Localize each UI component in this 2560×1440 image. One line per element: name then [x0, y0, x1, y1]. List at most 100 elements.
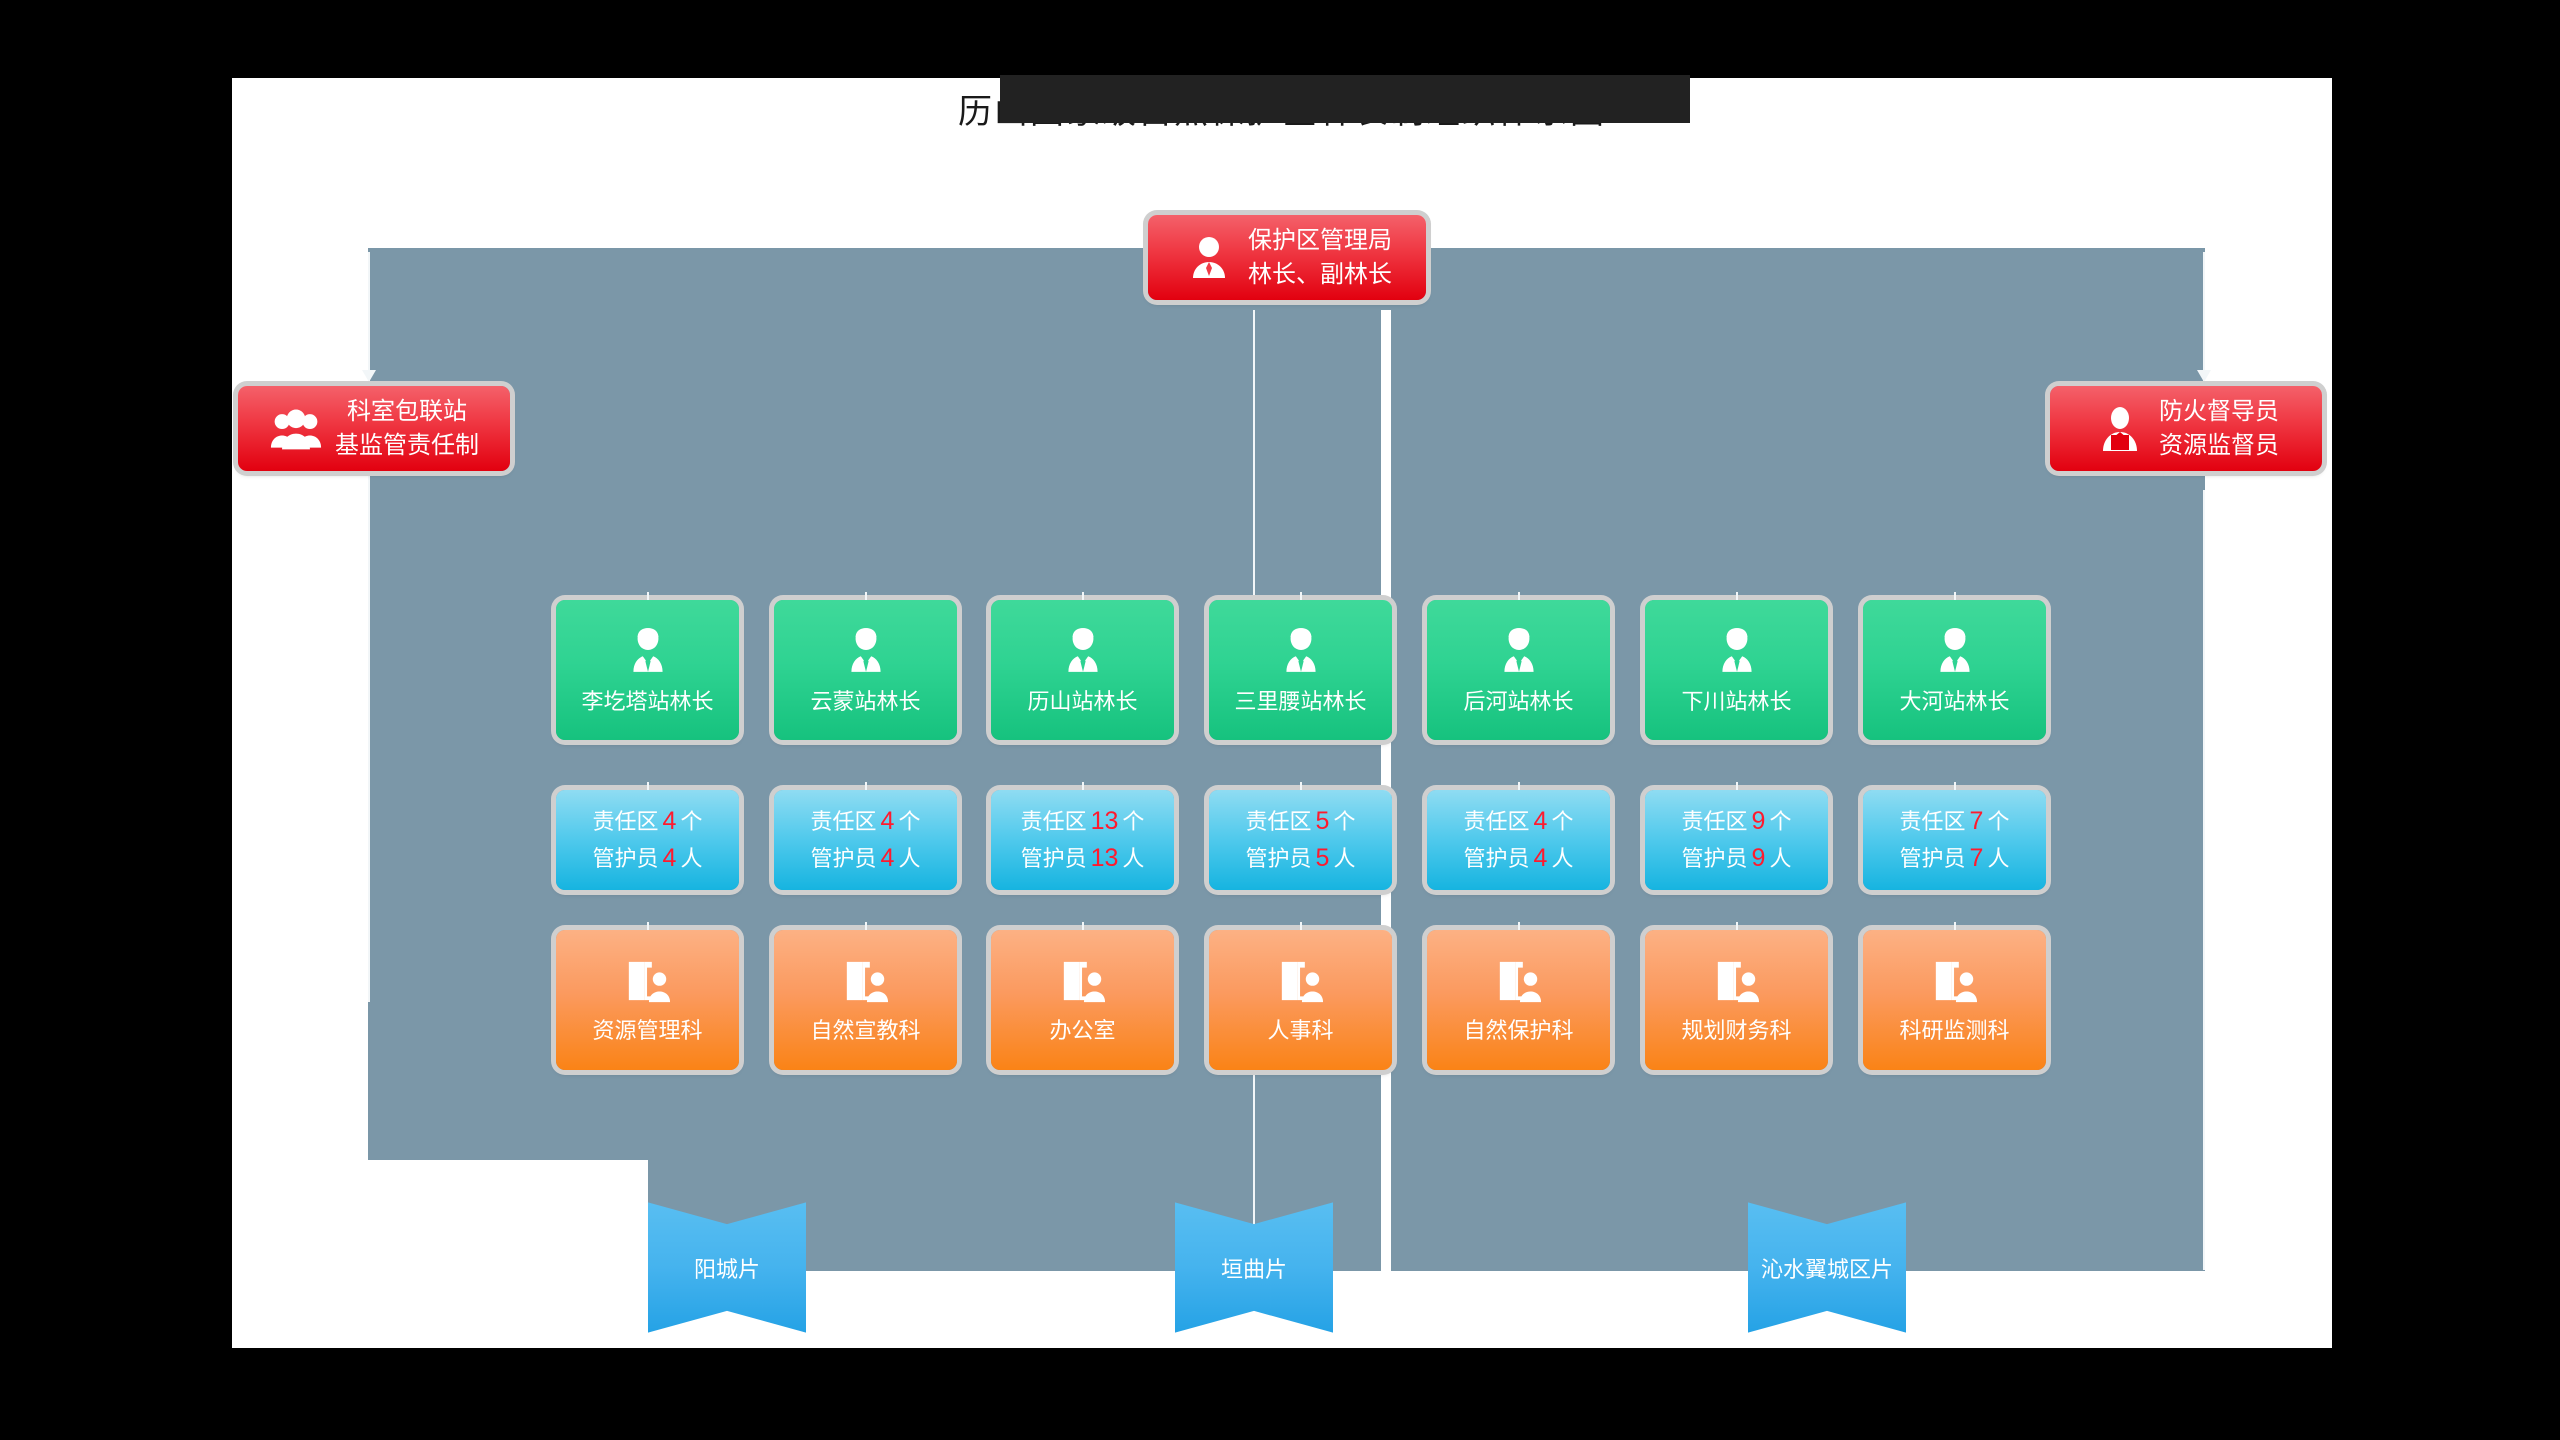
door-person-icon: [840, 955, 892, 1007]
connector-left-rail: [368, 252, 370, 1002]
area-suffix: 个: [680, 808, 703, 834]
ranger-suffix: 人: [1333, 846, 1356, 871]
connector-stub: [1517, 782, 1520, 790]
department-card[interactable]: 资源管理科: [556, 930, 739, 1070]
door-person-icon: [622, 955, 674, 1007]
connector-stub: [1081, 782, 1084, 790]
station-chief-label: 后河站林长: [1463, 689, 1574, 714]
area-count: 4: [880, 806, 895, 835]
department-card[interactable]: 人事科: [1209, 930, 1392, 1070]
ranger-suffix: 人: [680, 846, 703, 871]
ranger-prefix: 管护员: [1681, 846, 1748, 871]
ranger-count: 5: [1315, 844, 1330, 872]
area-prefix: 责任区: [1020, 808, 1087, 834]
connector-root-center-upper: [1253, 310, 1255, 600]
area-suffix: 个: [898, 808, 921, 834]
station-chief-label: 下川站林长: [1681, 689, 1792, 714]
area-count: 5: [1315, 806, 1330, 835]
person-tie-icon: [1274, 624, 1328, 678]
person-tie-icon: [1182, 231, 1236, 285]
supervisor-node[interactable]: 防火督导员 资源监督员: [2050, 386, 2322, 471]
area-suffix: 个: [1551, 808, 1574, 834]
area-count: 7: [1969, 806, 1984, 835]
department-card[interactable]: 自然宣教科: [774, 930, 957, 1070]
district-banner-label: 阳城片: [693, 1256, 760, 1282]
arrow-right-node: [2197, 370, 2211, 382]
person-tie-icon: [1492, 624, 1546, 678]
person-tie-icon: [1710, 624, 1764, 678]
ranger-count: 9: [1751, 844, 1766, 872]
department-label: 科研监测科: [1899, 1018, 2010, 1043]
connector-stub: [1953, 922, 1956, 930]
connector-stub: [1299, 922, 1302, 930]
connector-right-rail-upper: [2203, 252, 2205, 437]
ranger-prefix: 管护员: [1020, 846, 1087, 871]
district-banner[interactable]: 垣曲片: [1175, 1202, 1333, 1333]
area-prefix: 责任区: [1245, 808, 1312, 834]
district-banner-label: 沁水翼城区片: [1760, 1256, 1893, 1282]
ranger-count: 7: [1969, 844, 1984, 872]
area-count: 9: [1751, 806, 1766, 835]
station-chief-card[interactable]: 三里腰站林长: [1209, 600, 1392, 740]
station-chief-card[interactable]: 下川站林长: [1645, 600, 1828, 740]
person-tie-icon: [1056, 624, 1110, 678]
station-chief-label: 大河站林长: [1899, 689, 2010, 714]
connector-center-to-district: [1253, 1070, 1255, 1270]
department-card[interactable]: 科研监测科: [1863, 930, 2046, 1070]
ranger-suffix: 人: [1987, 846, 2010, 871]
connector-stub: [1735, 592, 1738, 600]
ranger-prefix: 管护员: [1899, 846, 1966, 871]
department-label: 自然保护科: [1463, 1018, 1574, 1043]
connector-stub: [1953, 782, 1956, 790]
left-node-line2: 基监管责任制: [335, 431, 479, 459]
area-suffix: 个: [1333, 808, 1356, 834]
station-chief-card[interactable]: 后河站林长: [1427, 600, 1610, 740]
office-station-liaison-node[interactable]: 科室包联站 基监管责任制: [238, 386, 510, 471]
station-chief-card[interactable]: 李圪塔站林长: [556, 600, 739, 740]
area-count: 13: [1090, 806, 1119, 835]
person-tie-icon: [839, 624, 893, 678]
ranger-suffix: 人: [898, 846, 921, 871]
connector-stub: [1299, 782, 1302, 790]
connector-stub: [1081, 922, 1084, 930]
station-chief-label: 历山站林长: [1027, 689, 1138, 714]
area-prefix: 责任区: [1899, 808, 1966, 834]
area-suffix: 个: [1987, 808, 2010, 834]
station-chief-label: 云蒙站林长: [810, 689, 921, 714]
ranger-count: 4: [662, 844, 677, 872]
connector-stub: [1299, 592, 1302, 600]
station-chief-card[interactable]: 大河站林长: [1863, 600, 2046, 740]
person-tie-icon: [621, 624, 675, 678]
station-chief-card[interactable]: 历山站林长: [991, 600, 1174, 740]
department-card[interactable]: 规划财务科: [1645, 930, 1828, 1070]
letterbox-top: [0, 0, 2560, 78]
department-label: 规划财务科: [1681, 1018, 1792, 1043]
department-label: 自然宣教科: [810, 1018, 921, 1043]
letterbox-left: [0, 0, 232, 1440]
connector-stub: [864, 922, 867, 930]
root-node[interactable]: 保护区管理局 林长、副林长: [1148, 215, 1426, 300]
door-person-icon: [1929, 955, 1981, 1007]
area-suffix: 个: [1769, 808, 1792, 834]
department-card[interactable]: 自然保护科: [1427, 930, 1610, 1070]
connector-stub: [864, 782, 867, 790]
right-node-line1: 防火督导员: [2159, 398, 2279, 426]
person-badge-icon: [2093, 402, 2147, 456]
ranger-prefix: 管护员: [592, 846, 659, 871]
department-card[interactable]: 办公室: [991, 930, 1174, 1070]
station-chief-card[interactable]: 云蒙站林长: [774, 600, 957, 740]
area-prefix: 责任区: [1681, 808, 1748, 834]
department-label: 人事科: [1267, 1018, 1334, 1043]
